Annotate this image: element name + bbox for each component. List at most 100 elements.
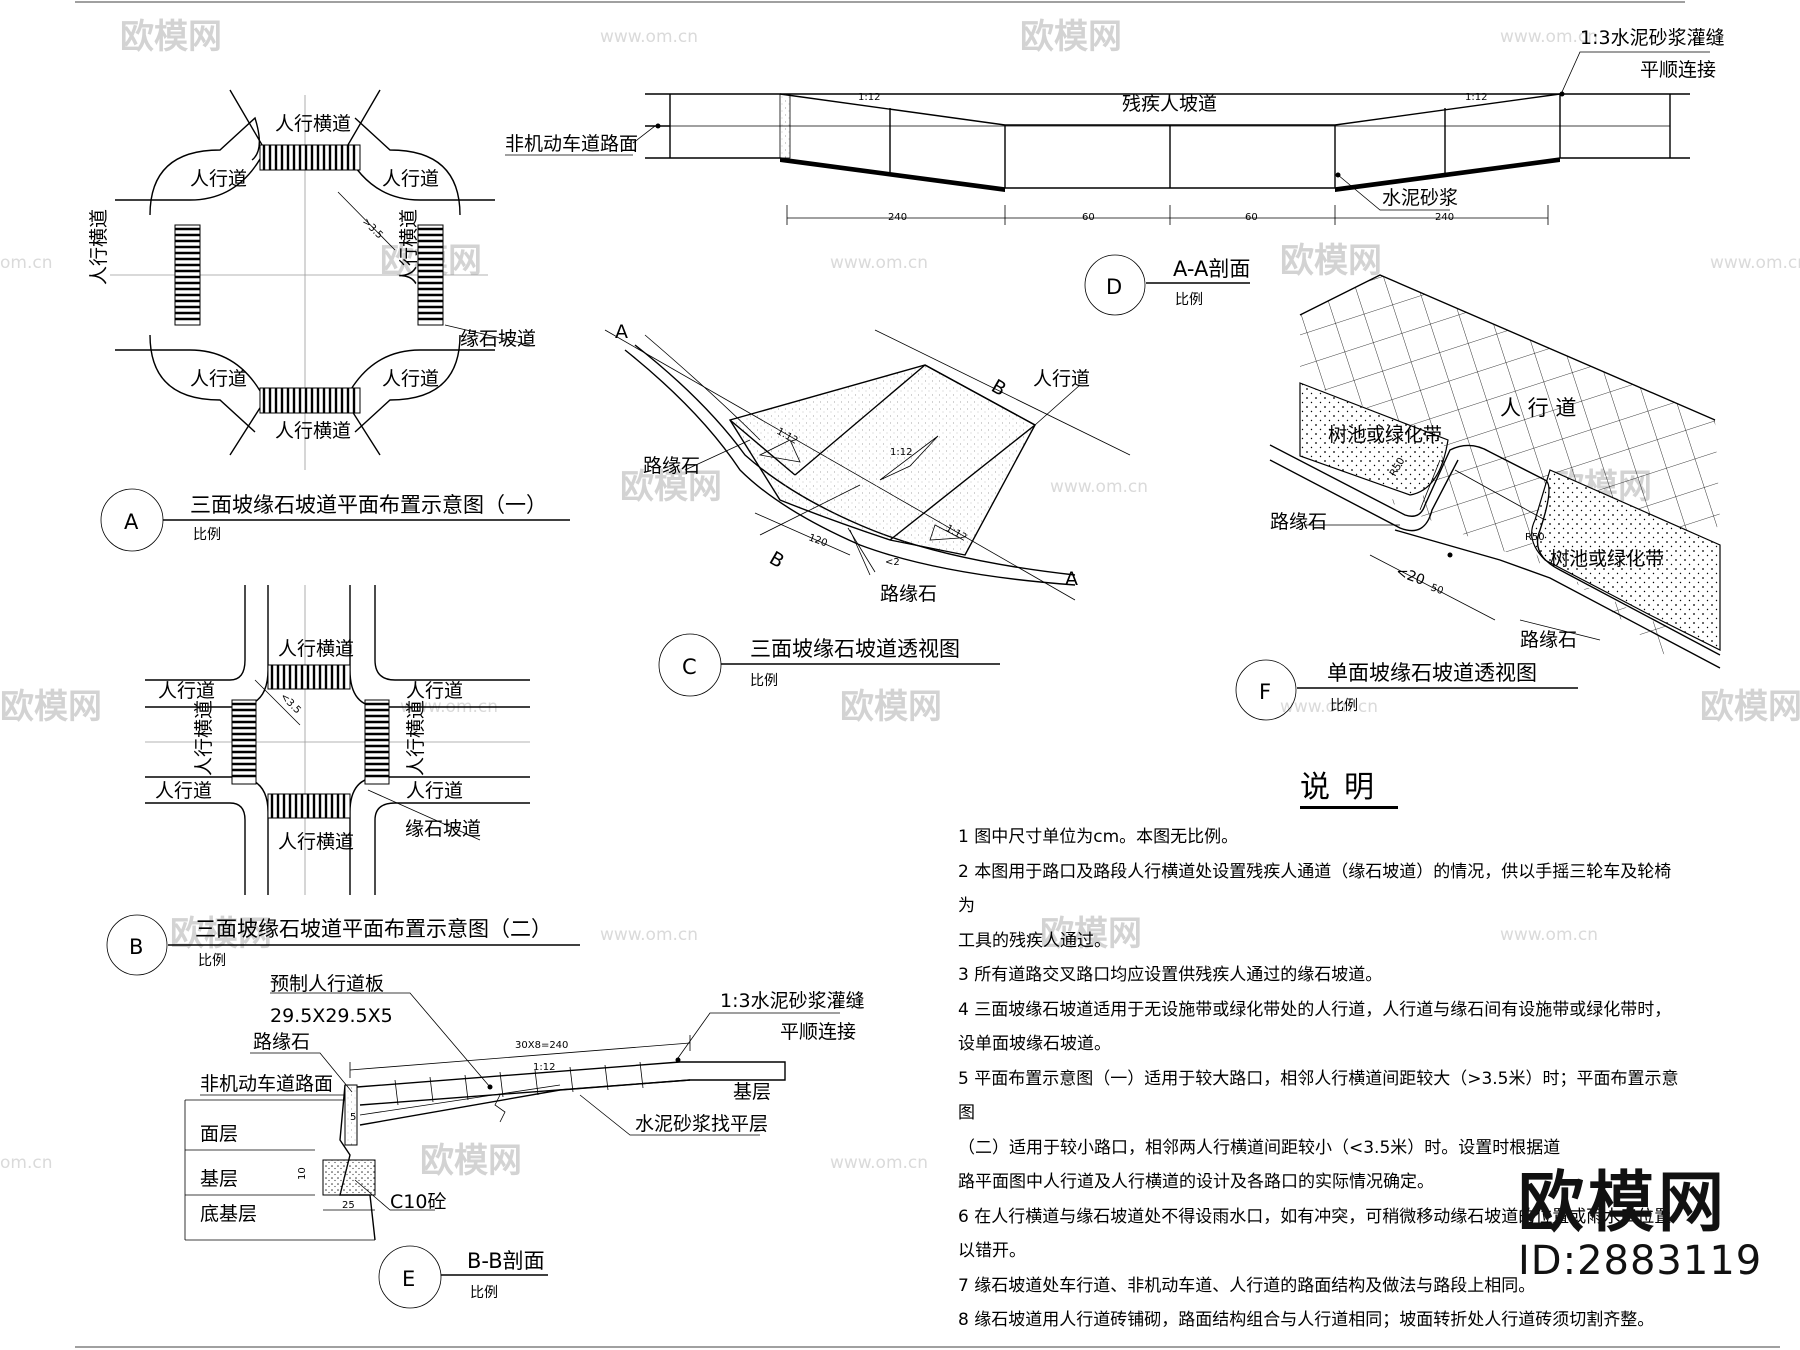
label-tree-pit: 树池或绿化带 — [1328, 424, 1442, 446]
section-mark-b: B — [988, 375, 1010, 401]
label-crosswalk: 人行横道 — [275, 113, 351, 135]
watermark-logo: 欧模网 — [840, 687, 942, 727]
watermark-logo: 欧模网 — [1040, 914, 1142, 954]
label-crosswalk-vertical: 人行横道 — [405, 700, 427, 776]
watermark-logo: 欧模网 — [1020, 17, 1122, 57]
dim-gt-3-5: >3.5 — [360, 216, 385, 241]
panel-c-letter: C — [682, 655, 697, 679]
dim-60: 60 — [1245, 212, 1258, 223]
section-mark-b: B — [766, 547, 788, 573]
dim-240: 240 — [888, 212, 907, 223]
panel-e-title: B-B剖面 — [467, 1249, 545, 1273]
watermark-site: www.om.cn — [1050, 477, 1148, 497]
panel-e-section-bb: 30X8=240 1:12 5 10 25 预制人行道板 29.5X29.5X5… — [184, 973, 865, 1309]
label-smooth-joint: 平顺连接 — [1640, 59, 1716, 81]
dim-lt-20: <20 — [1394, 564, 1427, 589]
watermark-site: www.om.cn — [830, 253, 928, 273]
label-sidewalk: 人行道 — [382, 368, 439, 390]
panel-f-title: 单面坡缘石坡道透视图 — [1327, 661, 1537, 685]
brand-id: ID:2883119 — [1518, 1238, 1763, 1284]
label-sidewalk: 人行道 — [155, 780, 212, 802]
watermark-logo: 欧模网 — [1700, 687, 1800, 727]
dim-5: 5 — [350, 1112, 356, 1123]
panel-b-circle — [106, 914, 168, 976]
watermark-logo: 欧模网 — [0, 687, 102, 727]
crosswalk-top — [267, 664, 351, 690]
label-curb: 路缘石 — [643, 455, 700, 477]
label-sidewalk: 人行道 — [406, 780, 463, 802]
brand-watermark: 欧模网 ID:2883119 — [1518, 1168, 1763, 1285]
watermark-site: www.om.cn — [830, 1153, 928, 1173]
label-board-size: 29.5X29.5X5 — [270, 1005, 393, 1027]
panel-f-scale: 比例 — [1330, 698, 1358, 714]
note-line: 工具的残疾人通过。 — [958, 930, 1111, 951]
crosswalk-right — [364, 699, 390, 785]
section-mark-a: A — [1065, 568, 1078, 590]
panel-a-letter: A — [124, 510, 139, 534]
label-sidewalk: 人行道 — [382, 168, 439, 190]
notes-title-underline — [1300, 806, 1398, 809]
note-line: （二）适用于较小路口，相邻两人行横道间距较小（<3.5米）时。设置时根据道 — [958, 1137, 1561, 1158]
label-crosswalk-vertical: 人行横道 — [88, 209, 110, 285]
label-crosswalk-vertical: 人行横道 — [193, 700, 215, 776]
label-curb-ramp: 缘石坡道 — [405, 818, 481, 840]
dim-r50: R50 — [1525, 532, 1545, 543]
slope-label: 1:12 — [1465, 92, 1487, 103]
watermark-site: www.om.cn — [1500, 925, 1598, 945]
dim-60: 60 — [1082, 212, 1095, 223]
label-subbase: 底基层 — [200, 1203, 257, 1225]
panel-b-plan-two: <3.5 人行横道 人行横道 人行道 人行道 人行道 人行道 人行横道 人行横道… — [106, 585, 580, 976]
dim-30x8: 30X8=240 — [515, 1040, 568, 1051]
panel-b-scale: 比例 — [198, 953, 226, 969]
note-line: 5 平面布置示意图（一）适用于较大路口，相邻人行横道间距较大（>3.5米）时；平… — [958, 1068, 1679, 1124]
label-surface-layer: 面层 — [200, 1123, 238, 1145]
watermark-logo: 欧模网 — [1280, 241, 1382, 281]
notes-list: 1 图中尺寸单位为cm。本图无比例。 2 本图用于路口及路段人行横道处设置残疾人… — [958, 820, 1688, 1338]
label-mortar: 水泥砂浆 — [1382, 187, 1458, 209]
label-c10-concrete: C10砼 — [390, 1191, 446, 1213]
panel-a-scale: 比例 — [193, 527, 221, 543]
panel-f-perspective: R50 R50 <20 50 树池或绿化带 树池或绿化带 人 行 道 路缘石 路… — [1235, 274, 1721, 721]
label-leveling-layer: 水泥砂浆找平层 — [635, 1113, 768, 1135]
panel-d-section-aa: 1:12 1:12 240 60 60 240 残疾人坡道 非机动车道路面 水泥… — [505, 27, 1725, 316]
crosswalk-bottom — [259, 387, 361, 414]
panel-f-letter: F — [1259, 680, 1271, 704]
panel-c-perspective: A A B B 1:12 1:12 1:12 120 <2 路缘石 路缘石 人行… — [604, 321, 1131, 697]
panel-d-letter: D — [1106, 275, 1122, 299]
panel-d-title: A-A剖面 — [1173, 257, 1250, 281]
label-sidewalk: 人行道 — [190, 368, 247, 390]
label-grout: 1:3水泥砂浆灌缝 — [720, 990, 865, 1012]
slope-label: 1:12 — [858, 92, 880, 103]
note-line: 2 本图用于路口及路段人行横道处设置残疾人通道（缘石坡道）的情况，供以手摇三轮车… — [958, 861, 1672, 917]
label-road-surface: 非机动车道路面 — [200, 1073, 333, 1095]
note-line: 以错开。 — [958, 1241, 1026, 1261]
dim-25: 25 — [342, 1200, 355, 1211]
watermark-site: om.cn — [0, 1153, 53, 1173]
watermark-logo: 欧模网 — [620, 467, 722, 507]
panel-c-scale: 比例 — [750, 673, 778, 689]
panel-c-circle — [658, 633, 722, 697]
label-sidewalk: 人行道 — [158, 680, 215, 702]
panel-f-circle — [1235, 659, 1297, 721]
label-curb-ramp: 缘石坡道 — [460, 328, 536, 350]
note-line: 3 所有道路交叉路口均应设置供残疾人通过的缘石坡道。 — [958, 965, 1383, 985]
label-curb: 路缘石 — [1520, 629, 1577, 651]
label-crosswalk-vertical: 人行横道 — [398, 209, 420, 285]
slope-label: 1:12 — [890, 447, 912, 458]
label-crosswalk: 人行横道 — [278, 831, 354, 853]
watermark-layer: 欧模网 www.om.cn 欧模网 www.om.cn om.cn 欧模网 ww… — [0, 17, 1800, 1181]
label-sidewalk: 人 行 道 — [1500, 396, 1576, 420]
watermark-site: www.om.cn — [1710, 253, 1800, 273]
label-smooth-joint: 平顺连接 — [780, 1021, 856, 1043]
dim-10: 10 — [297, 1167, 308, 1180]
watermark-site: www.om.cn — [1500, 27, 1598, 47]
crosswalk-bottom — [267, 793, 351, 819]
watermark-site: www.om.cn — [600, 925, 698, 945]
note-line: 6 在人行横道与缘石坡道处不得设雨水口，如有冲突，可稍微移动缘石坡道的位置或雨水… — [958, 1206, 1672, 1227]
dim-50: 50 — [1429, 582, 1445, 597]
label-accessible-ramp: 残疾人坡道 — [1122, 93, 1217, 115]
panel-e-scale: 比例 — [470, 1285, 498, 1301]
watermark-logo: 欧模网 — [420, 1141, 522, 1181]
label-sidewalk: 人行道 — [190, 168, 247, 190]
